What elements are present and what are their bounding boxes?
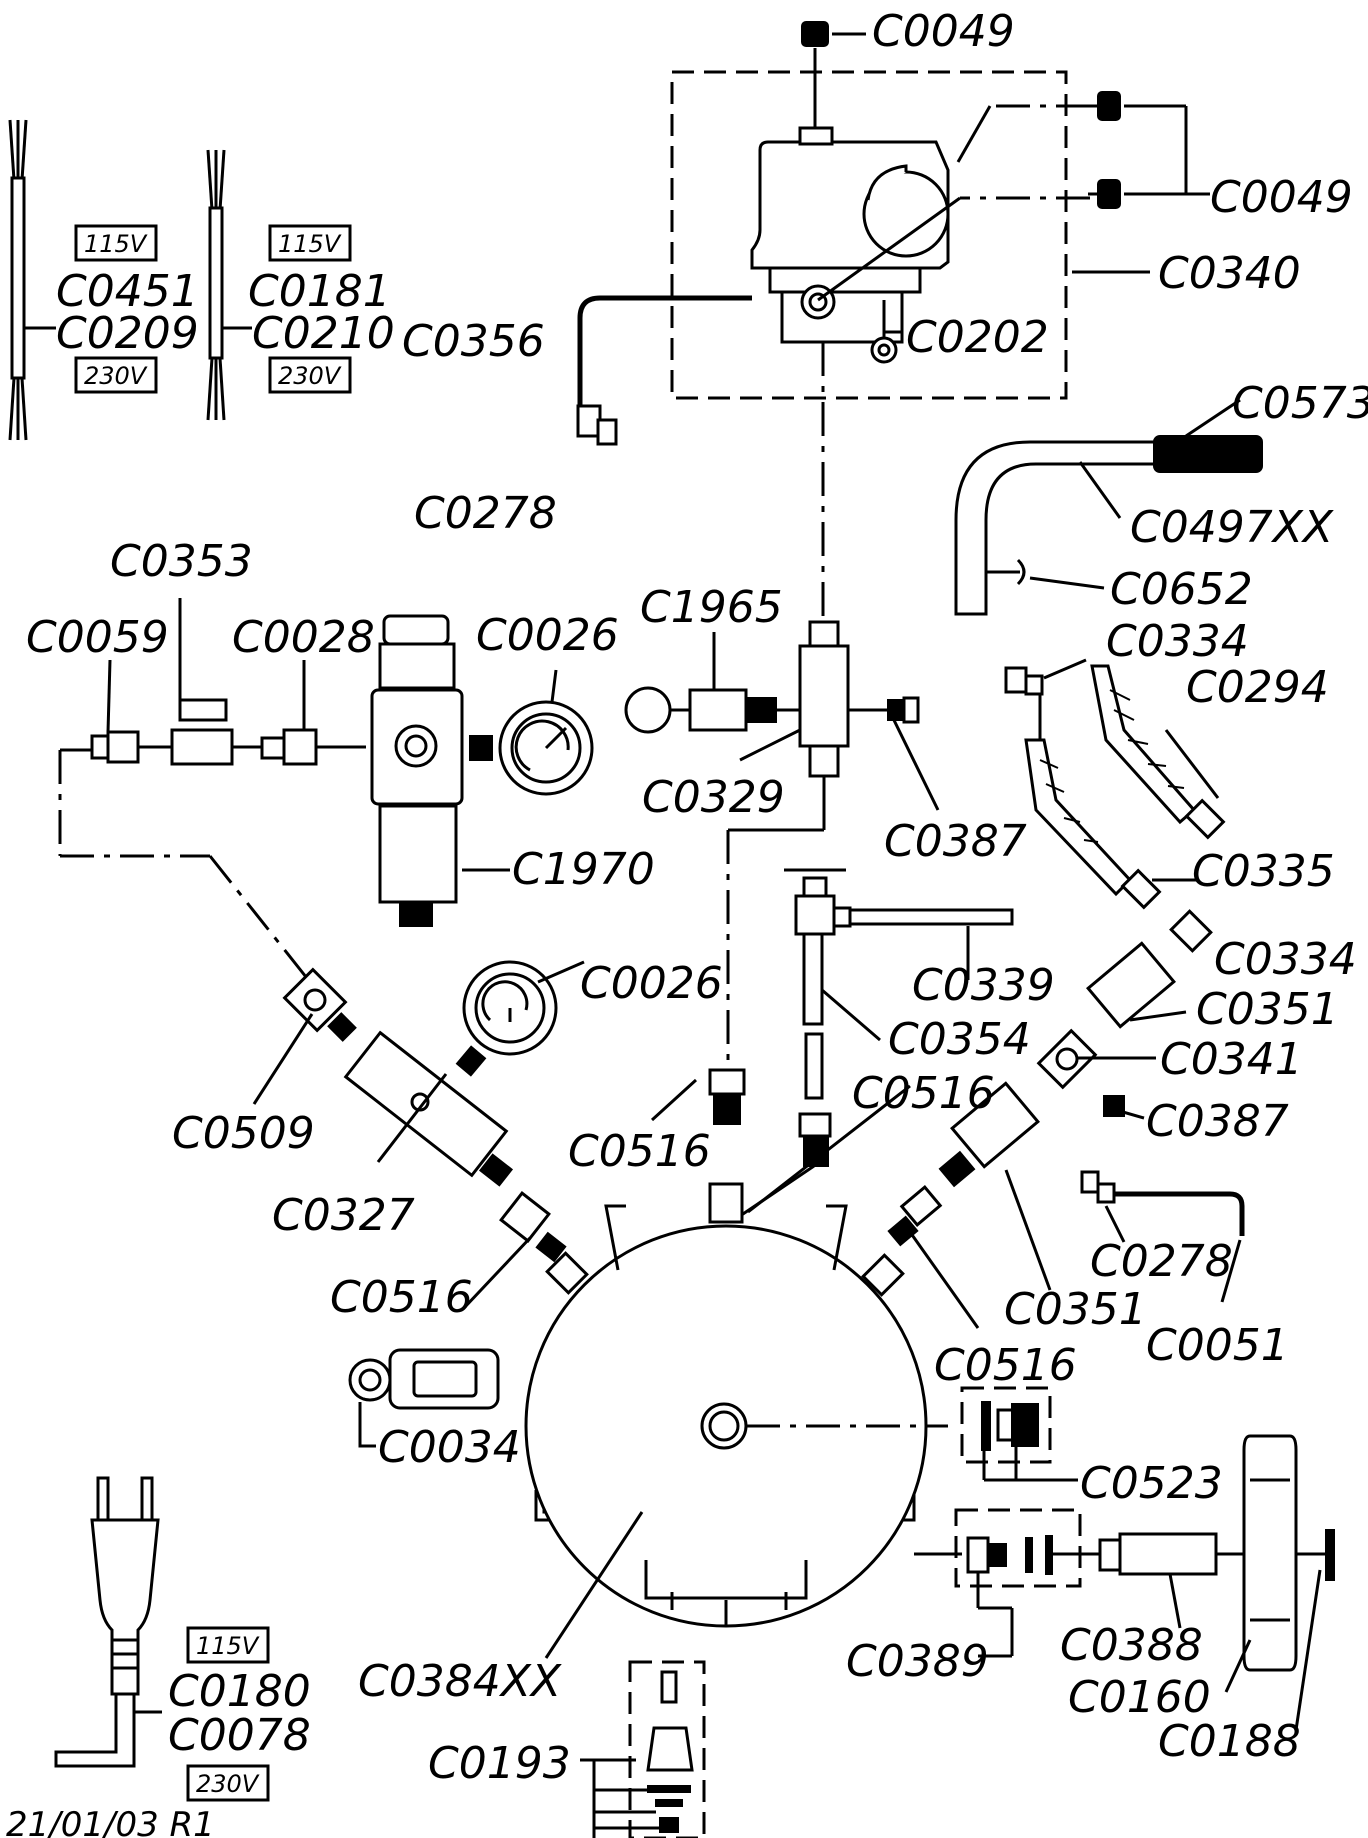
drain-valve-group [580,1660,706,1838]
label-c0202: C0202 [906,312,1049,363]
label-c0335: C0335 [1192,846,1335,897]
label-c1970: C1970 [512,844,655,895]
label-c0388: C0388 [1060,1620,1203,1671]
regulator-line [58,598,594,983]
label-c0051: C0051 [1146,1320,1289,1371]
power-cable-pair [8,119,352,441]
label-c0026: C0026 [476,610,619,661]
label-c0078: C0078 [168,1710,311,1761]
voltage-tag-230v: 230V [196,1770,260,1798]
label-c0334: C0334 [1106,616,1249,667]
voltage-tag-115v: 115V [278,230,342,258]
handle-assembly [954,398,1263,616]
label-c0049: C0049 [872,6,1015,57]
label-c1965: C1965 [640,582,783,633]
label-c0180: C0180 [168,1666,311,1717]
voltage-tag-115v: 115V [84,230,148,258]
label-c0278: C0278 [414,488,557,539]
safety-valve-tube [650,868,1014,1218]
label-c0497xx: C0497XX [1130,502,1334,553]
label-c0351: C0351 [1004,1284,1147,1335]
left-manifold [252,960,585,1310]
label-c0059: C0059 [26,612,169,663]
label-c0188: C0188 [1158,1716,1301,1767]
power-plug [54,1476,270,1802]
label-c0327: C0327 [272,1190,415,1241]
label-c0334: C0334 [1214,934,1357,985]
label-c0278: C0278 [1090,1236,1233,1287]
label-c0329: C0329 [642,772,785,823]
label-c0193: C0193 [428,1738,571,1789]
label-c0210: C0210 [252,308,395,359]
label-c0356: C0356 [402,316,545,367]
label-c0294: C0294 [1186,662,1329,713]
voltage-tag-230v: 230V [84,362,148,390]
pressure-switch-assembly [576,21,1210,620]
label-c0354: C0354 [888,1014,1031,1065]
tee-assembly [624,620,940,1070]
label-c0451: C0451 [56,266,199,317]
label-c0516: C0516 [568,1126,711,1177]
label-c0181: C0181 [248,266,391,317]
label-c0209: C0209 [56,308,199,359]
wheel-group [914,1434,1335,1731]
label-c0160: C0160 [1068,1672,1211,1723]
date-revision: 21/01/03 R1 [6,1805,215,1838]
label-c0034: C0034 [378,1422,521,1473]
label-c0516: C0516 [330,1272,473,1323]
label-c0351: C0351 [1196,984,1339,1035]
label-c0049: C0049 [1210,172,1353,223]
label-c0652: C0652 [1110,564,1253,615]
label-c0026: C0026 [580,958,723,1009]
label-c0387: C0387 [884,816,1027,867]
label-c0339: C0339 [912,960,1055,1011]
label-c0384xx: C0384XX [358,1656,562,1707]
label-c0389: C0389 [846,1636,989,1687]
voltage-tag-230v: 230V [278,362,342,390]
right-hose-assembly [887,658,1245,1329]
drain-plug-group [960,1386,1078,1482]
label-c0387: C0387 [1146,1096,1289,1147]
label-c0340: C0340 [1158,248,1301,299]
label-c0523: C0523 [1080,1458,1223,1509]
label-c0516: C0516 [852,1068,995,1119]
plug-cap-top [801,21,829,47]
label-c0353: C0353 [110,536,253,587]
air-tank [348,1182,948,1659]
voltage-tag-115v: 115V [196,1632,260,1660]
label-c0573: C0573 [1232,378,1368,429]
label-c0516: C0516 [934,1340,1077,1391]
voltage-tags: 115V 230V 115V 230V 115V 230V [84,230,342,1798]
label-c0341: C0341 [1160,1034,1303,1085]
label-c0028: C0028 [232,612,375,663]
label-c0509: C0509 [172,1108,315,1159]
part-labels: C0049 C0049 C0340 C0202 C0356 C0278 C045… [26,6,1368,1789]
